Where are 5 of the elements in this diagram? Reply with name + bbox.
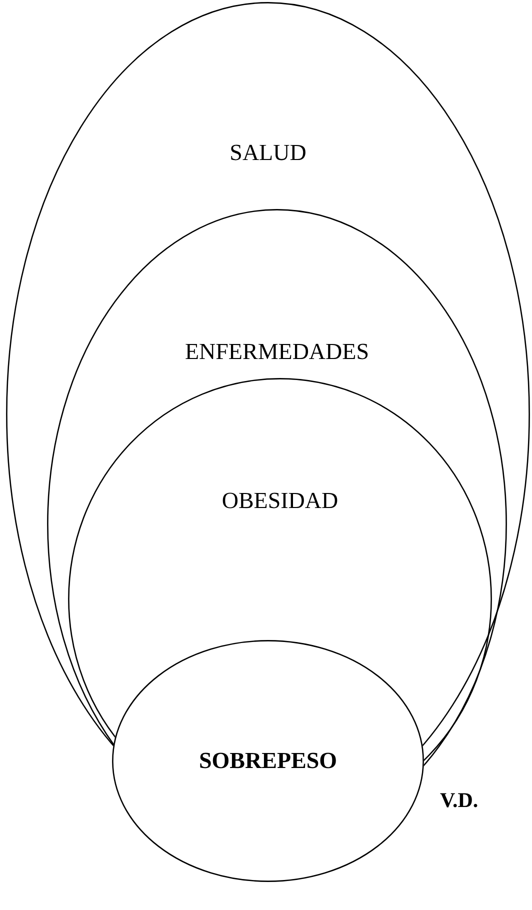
node-label: SALUD <box>230 140 306 165</box>
node-label: ENFERMEDADES <box>184 339 369 364</box>
node-label: SOBREPESO <box>198 748 338 773</box>
node-label: OBESIDAD <box>222 488 338 513</box>
note-label: V.D. <box>440 788 478 813</box>
